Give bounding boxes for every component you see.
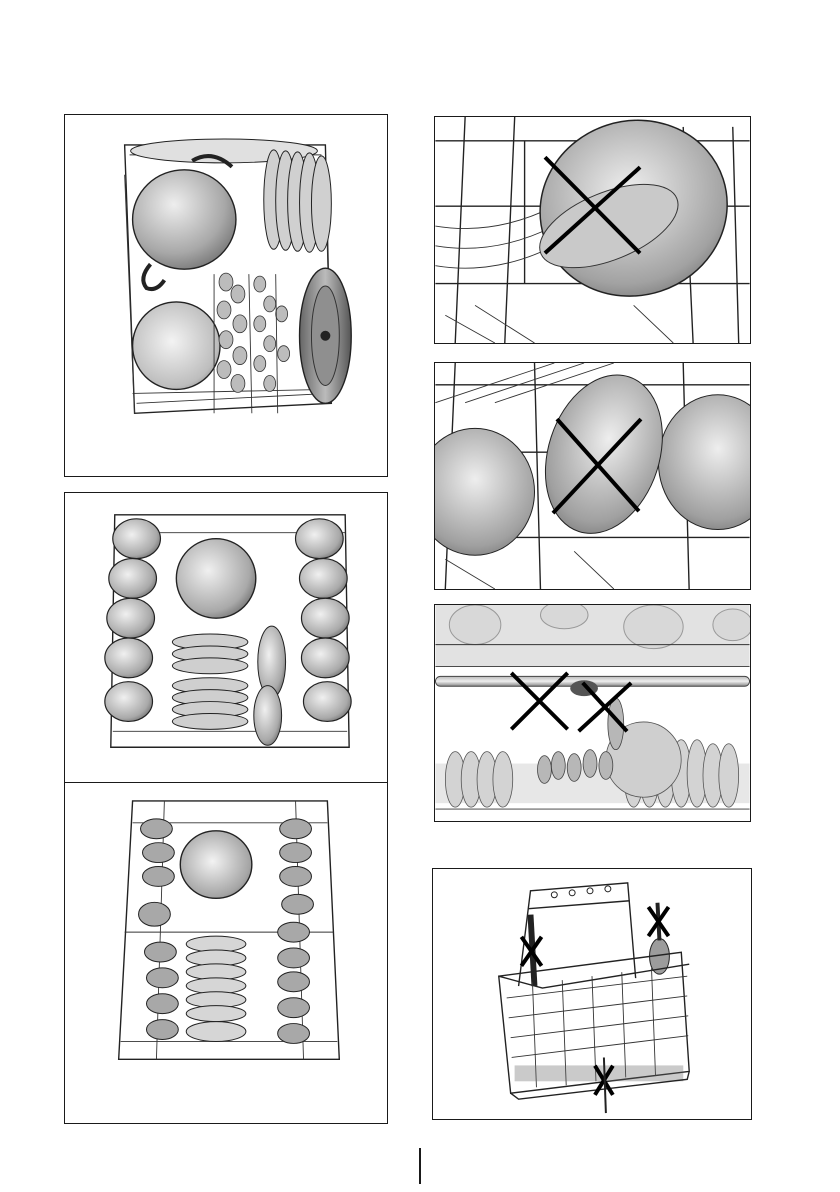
wrong-bowl-illustration-1 [435, 117, 750, 343]
spray-arm-illustration [435, 605, 750, 821]
figure-wrong-placement-bowl-2 [434, 362, 751, 590]
page-divider [419, 1148, 421, 1184]
plates-cups-illustration [65, 783, 387, 1123]
figure-cutlery-basket [432, 868, 752, 1120]
figure-lower-rack-bowls [64, 492, 388, 784]
wrong-bowl-illustration-2 [435, 363, 750, 589]
figure-spray-arm-blocked [434, 604, 751, 822]
upper-rack-illustration [65, 115, 387, 476]
figure-lower-rack-plates [64, 782, 388, 1124]
figure-wrong-placement-bowl-1 [434, 116, 751, 344]
cups-bowls-illustration [65, 493, 387, 783]
cutlery-basket-illustration [433, 869, 751, 1119]
figure-upper-rack [64, 114, 388, 477]
